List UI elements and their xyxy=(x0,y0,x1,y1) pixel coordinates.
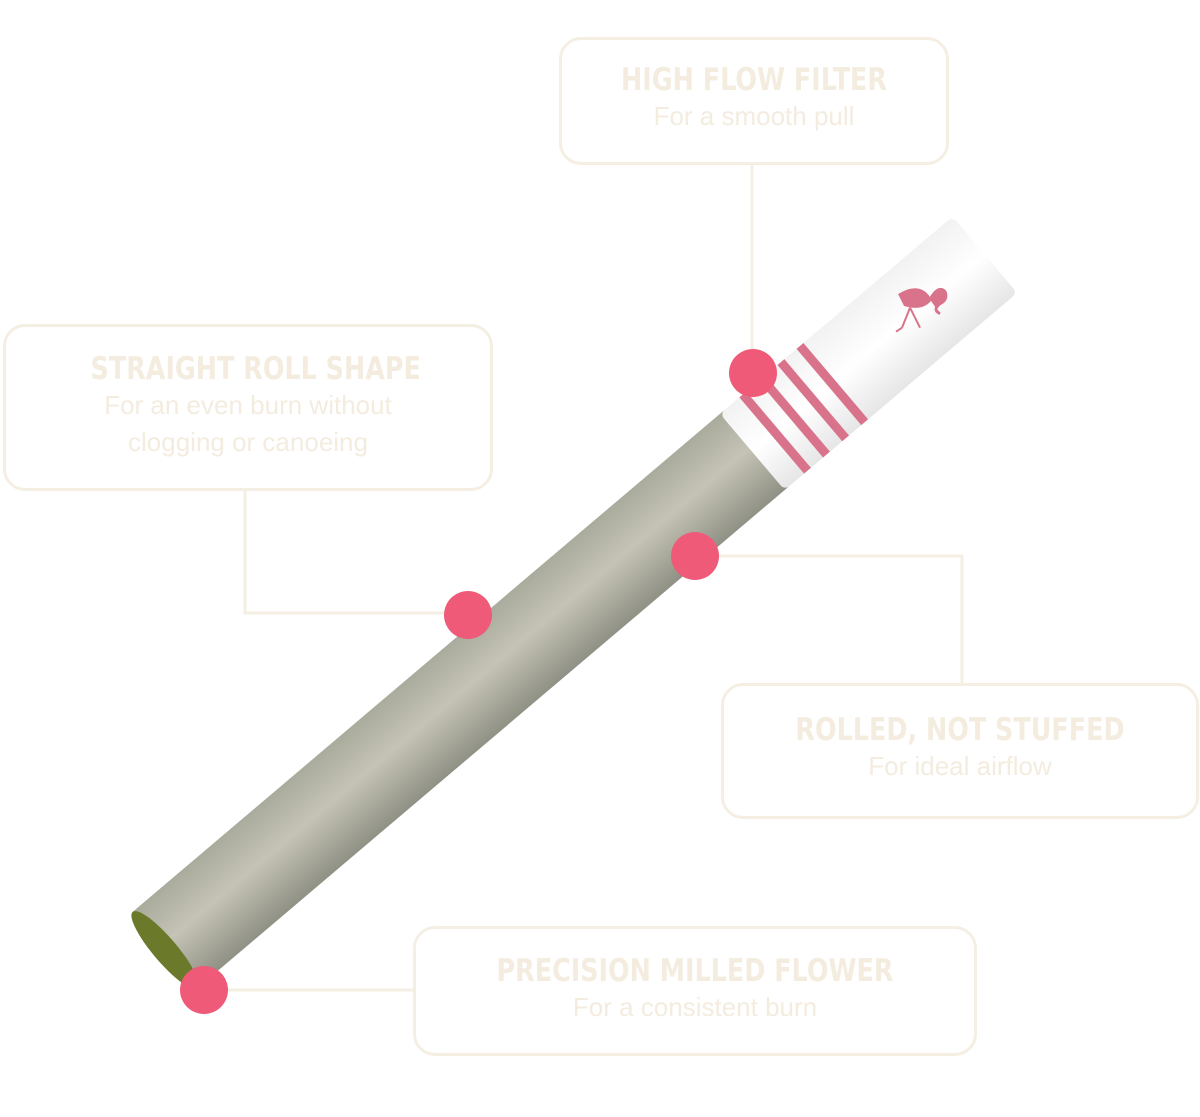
callout-high-flow-filter: HIGH FLOW FILTER For a smooth pull xyxy=(559,37,949,165)
callout-rolled-not-stuffed: ROLLED, NOT STUFFED For ideal airflow xyxy=(721,683,1199,819)
hotspot-shape[interactable] xyxy=(444,591,492,639)
callout-subtitle: For ideal airflow xyxy=(868,751,1052,781)
callout-subtitle: For an even burn without clogging or can… xyxy=(104,390,392,457)
filter-stripes xyxy=(739,343,869,474)
hotspot-rolled[interactable] xyxy=(671,532,719,580)
connector-lines xyxy=(204,165,964,992)
hotspots xyxy=(180,349,777,1014)
hotspot-filter[interactable] xyxy=(729,349,777,397)
flower-end xyxy=(131,911,199,989)
callout-precision-milled-flower: PRECISION MILLED FLOWER For a consistent… xyxy=(413,926,977,1056)
callout-subtitle: For a consistent burn xyxy=(572,992,818,1022)
hotspot-flower[interactable] xyxy=(180,966,228,1014)
callout-title: ROLLED, NOT STUFFED xyxy=(795,712,1125,748)
rolled-paper-body xyxy=(132,410,789,989)
flamingo-logo-icon xyxy=(895,288,948,333)
callout-title: PRECISION MILLED FLOWER xyxy=(496,953,894,989)
connector-rolled xyxy=(697,554,964,683)
callout-subtitle: For a smooth pull xyxy=(653,101,855,131)
callout-straight-roll-shape: STRAIGHT ROLL SHAPE For an even burn wit… xyxy=(3,324,493,491)
callout-title: STRAIGHT ROLL SHAPE xyxy=(90,351,421,387)
callout-title: HIGH FLOW FILTER xyxy=(621,62,887,98)
connector-shape xyxy=(243,490,468,615)
